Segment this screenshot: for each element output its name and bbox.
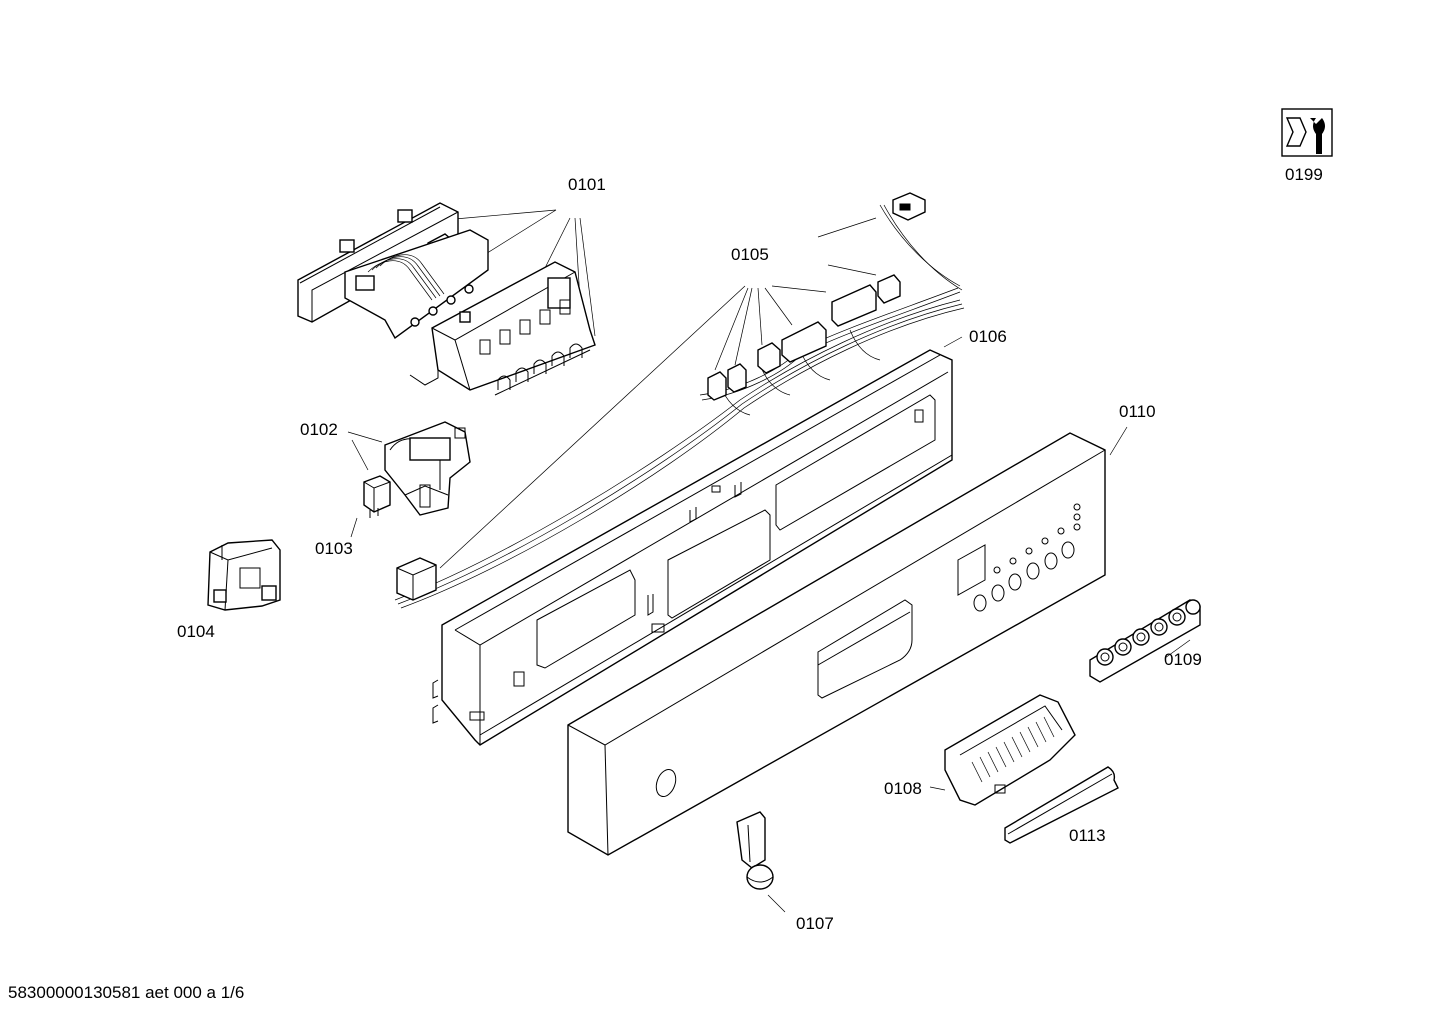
- label-0103: 0103: [315, 539, 353, 558]
- part-0104-main-switch: [207, 539, 281, 611]
- label-0106: 0106: [969, 327, 1007, 346]
- part-0108-door-handle: [944, 694, 1076, 806]
- part-0101-control-module: [297, 202, 596, 396]
- label-0109: 0109: [1164, 650, 1202, 669]
- label-0105: 0105: [731, 245, 769, 264]
- part-0110-fascia-panel: [567, 432, 1106, 856]
- label-0113: 0113: [1069, 826, 1106, 845]
- part-0107-release-knob: [736, 811, 774, 890]
- label-0107: 0107: [796, 914, 834, 933]
- label-0110: 0110: [1119, 402, 1156, 421]
- part-0105-wiring-harness: [394, 192, 965, 609]
- part-0109-button-strip: [1089, 599, 1201, 683]
- document-reference: 58300000130581 aet 000 a 1/6: [8, 983, 245, 1002]
- part-0113-trim-strip: [1004, 766, 1119, 844]
- label-0104: 0104: [177, 622, 215, 641]
- label-0199: 0199: [1285, 165, 1323, 184]
- part-0103-suppressor: [363, 475, 391, 518]
- wrench-nut-icon: [1281, 108, 1333, 157]
- part-0106-panel-frame: [432, 349, 953, 746]
- label-0102: 0102: [300, 420, 338, 439]
- leader-lines: [347, 209, 1191, 913]
- label-0108: 0108: [884, 779, 922, 798]
- part-0102-door-switch: [384, 421, 471, 516]
- label-0101: 0101: [568, 175, 606, 194]
